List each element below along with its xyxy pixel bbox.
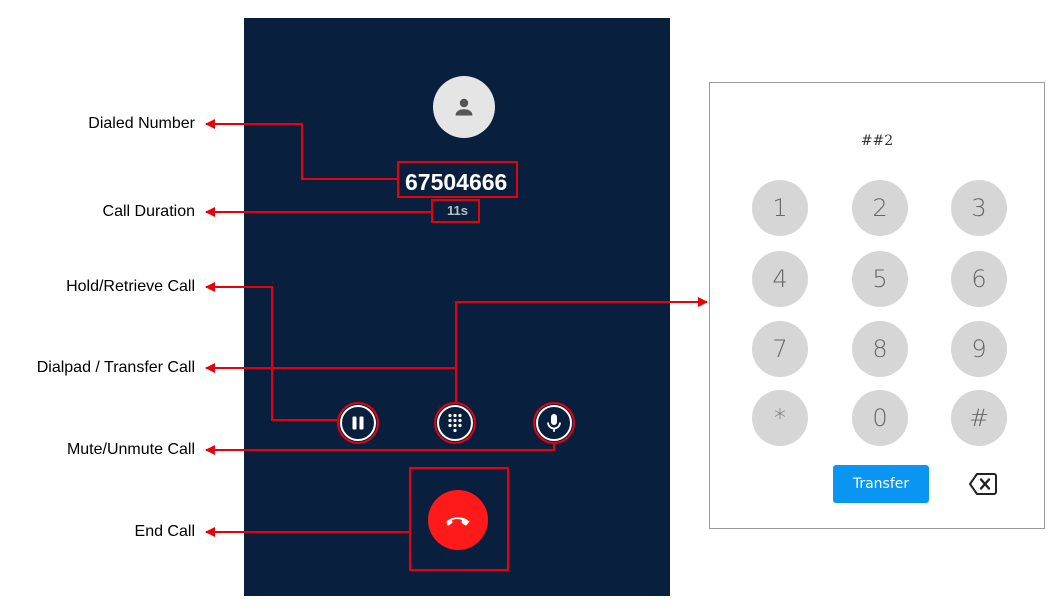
- key-9[interactable]: 9: [951, 321, 1007, 377]
- key-5[interactable]: 5: [852, 251, 908, 307]
- dialpad-entry: ##2: [860, 133, 894, 149]
- key-hash[interactable]: #: [951, 390, 1007, 446]
- person-icon: [455, 98, 473, 116]
- label-call-duration: Call Duration: [102, 203, 195, 220]
- mute-highlight: [533, 402, 575, 444]
- dialpad-highlight: [434, 402, 476, 444]
- backspace-icon[interactable]: [968, 471, 998, 497]
- key-3[interactable]: 3: [951, 180, 1007, 236]
- label-dialpad: Dialpad / Transfer Call: [36, 359, 195, 376]
- call-duration-highlight: [431, 199, 480, 223]
- dialpad-panel: ##2 1 2 3 4 5 6 7 8 9 * 0 # Transfer: [709, 82, 1045, 529]
- key-8[interactable]: 8: [852, 321, 908, 377]
- label-mute: Mute/Unmute Call: [66, 441, 195, 458]
- end-call-button[interactable]: [428, 490, 488, 550]
- key-1[interactable]: 1: [752, 180, 808, 236]
- key-7[interactable]: 7: [752, 321, 808, 377]
- key-4[interactable]: 4: [752, 251, 808, 307]
- key-star[interactable]: *: [752, 390, 808, 446]
- key-0[interactable]: 0: [852, 390, 908, 446]
- hold-highlight: [337, 402, 379, 444]
- label-dialed-number: Dialed Number: [88, 115, 195, 132]
- dialed-number: 67504666: [405, 169, 508, 195]
- hang-up-phone-icon: [446, 517, 470, 526]
- dialed-number-highlight: [397, 161, 518, 198]
- avatar: [433, 76, 495, 138]
- label-hold: Hold/Retrieve Call: [66, 278, 195, 295]
- transfer-button[interactable]: Transfer: [833, 465, 929, 503]
- key-6[interactable]: 6: [951, 251, 1007, 307]
- label-end-call: End Call: [134, 523, 195, 540]
- key-2[interactable]: 2: [852, 180, 908, 236]
- call-duration: 11s: [447, 203, 468, 218]
- end-call-highlight: [409, 467, 509, 571]
